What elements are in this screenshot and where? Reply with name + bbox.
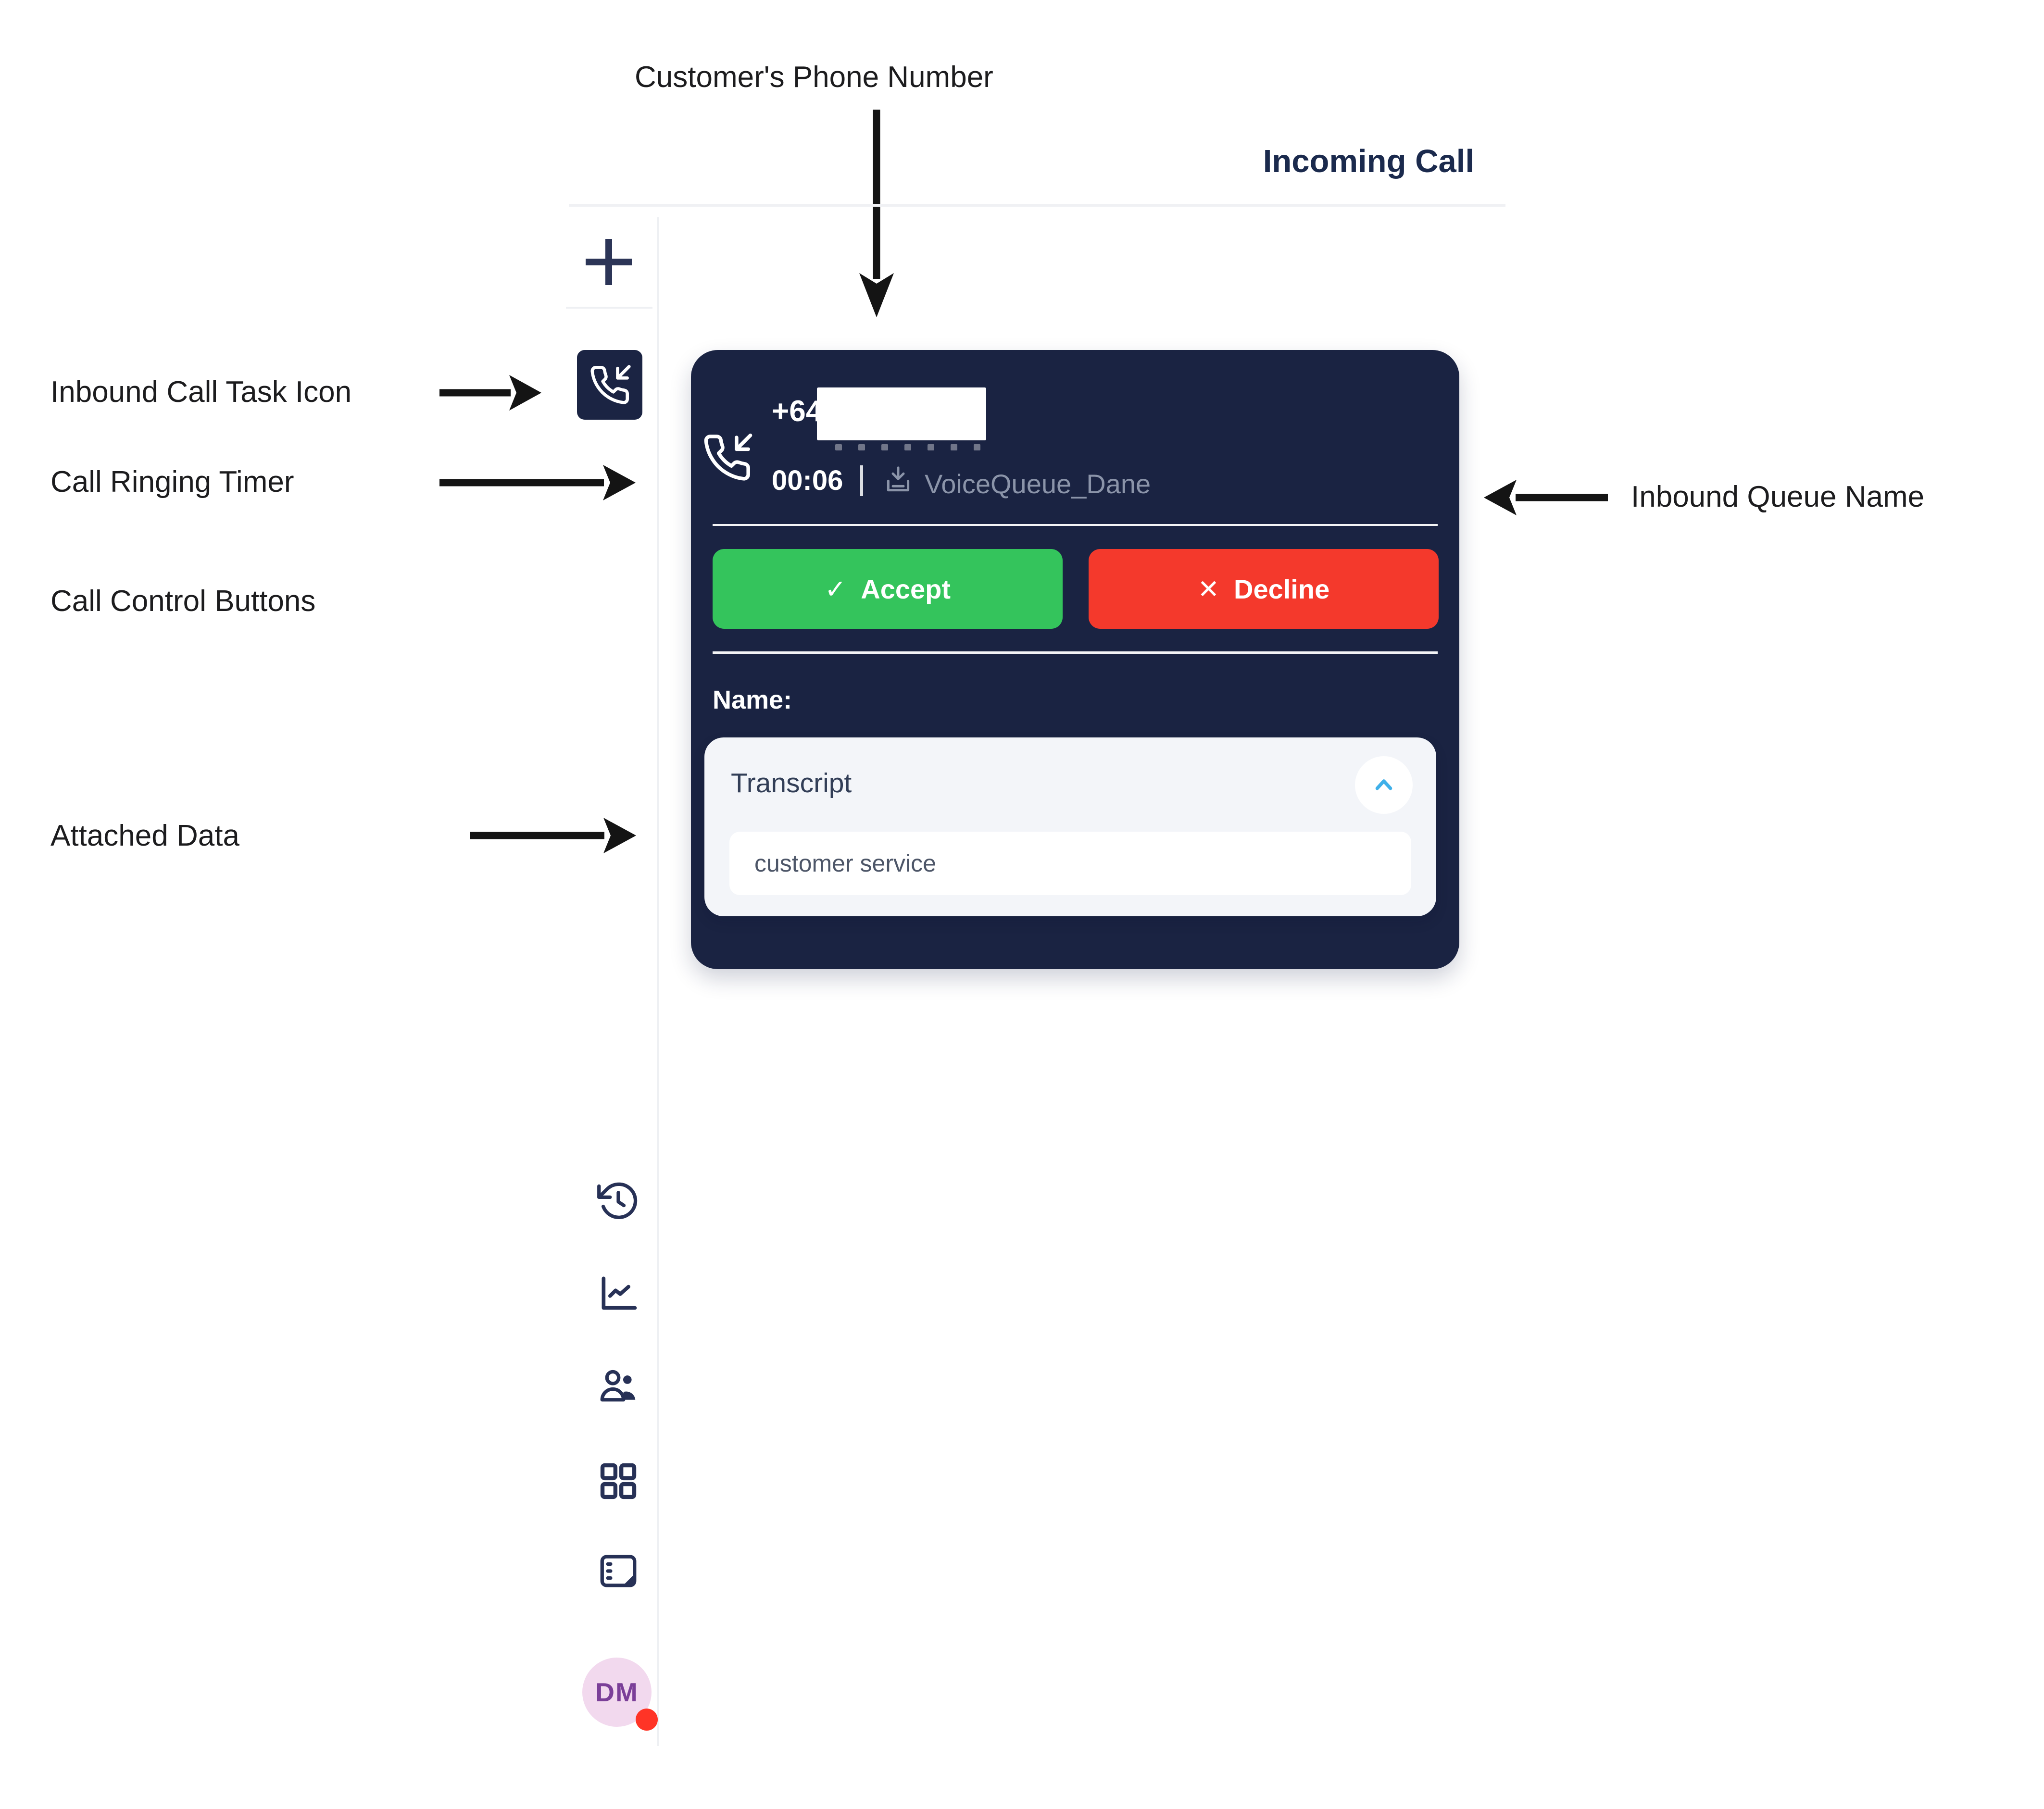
arrow-to-ringing-timer	[439, 465, 636, 500]
call-ringing-timer: 00:06	[772, 465, 843, 496]
collapse-toggle-button[interactable]	[1355, 756, 1413, 814]
availability-status-dot	[636, 1709, 658, 1731]
arrow-down-to-phone-number	[859, 110, 894, 317]
phone-incoming-icon	[704, 433, 752, 481]
name-field-label: Name:	[713, 686, 792, 714]
apps-grid-icon[interactable]	[596, 1459, 640, 1503]
plus-icon	[586, 259, 632, 265]
timer-queue-divider	[860, 465, 863, 496]
masked-digits	[835, 444, 980, 450]
inbound-call-task-item[interactable]	[577, 350, 642, 420]
annotation-inbound-call-task-icon: Inbound Call Task Icon	[50, 375, 352, 409]
inbound-queue-icon	[887, 466, 910, 492]
annotation-customer-phone-number: Customer's Phone Number	[635, 61, 993, 94]
history-icon[interactable]	[596, 1179, 640, 1223]
customer-phone-number: +64	[772, 395, 823, 428]
attached-data-value-box: customer service	[729, 832, 1411, 895]
arrow-to-queue-name	[1484, 480, 1608, 515]
inbound-queue-name: VoiceQueue_Dane	[925, 469, 1151, 499]
notes-icon[interactable]	[596, 1549, 640, 1593]
metrics-chart-icon[interactable]	[596, 1271, 640, 1315]
incoming-call-card: +64 00:06 VoiceQueue_Dane ✓ Accept ✕ Dec…	[691, 350, 1459, 969]
accept-label: Accept	[861, 574, 951, 604]
attached-data-value: customer service	[754, 850, 936, 877]
add-task-button[interactable]	[586, 239, 632, 285]
card-separator	[713, 524, 1438, 526]
arrow-to-task-icon	[439, 375, 541, 411]
arrow-to-attached-data	[470, 818, 636, 853]
avatar-initials: DM	[595, 1677, 639, 1707]
annotation-call-ringing-timer: Call Ringing Timer	[50, 465, 294, 499]
sidebar-separator	[566, 307, 652, 309]
contacts-icon[interactable]	[596, 1364, 640, 1408]
decline-button[interactable]: ✕ Decline	[1089, 549, 1439, 629]
annotation-attached-data: Attached Data	[50, 819, 239, 852]
attached-data-key: Transcript	[731, 768, 852, 798]
accept-button[interactable]: ✓ Accept	[713, 549, 1063, 629]
x-icon: ✕	[1197, 574, 1220, 604]
phone-incoming-icon	[590, 364, 631, 404]
annotation-call-control-buttons: Call Control Buttons	[50, 585, 316, 618]
phone-number-redaction	[817, 387, 986, 440]
annotation-inbound-queue-name: Inbound Queue Name	[1631, 480, 1925, 513]
incoming-call-title: Incoming Call	[1263, 143, 1474, 179]
sidebar-divider	[657, 217, 659, 1746]
chevron-up-icon	[1375, 779, 1392, 790]
card-separator	[713, 651, 1438, 654]
header-divider	[569, 204, 1505, 207]
decline-label: Decline	[1234, 574, 1330, 604]
attached-data-panel: Transcript customer service	[704, 737, 1436, 916]
check-icon: ✓	[825, 574, 847, 604]
